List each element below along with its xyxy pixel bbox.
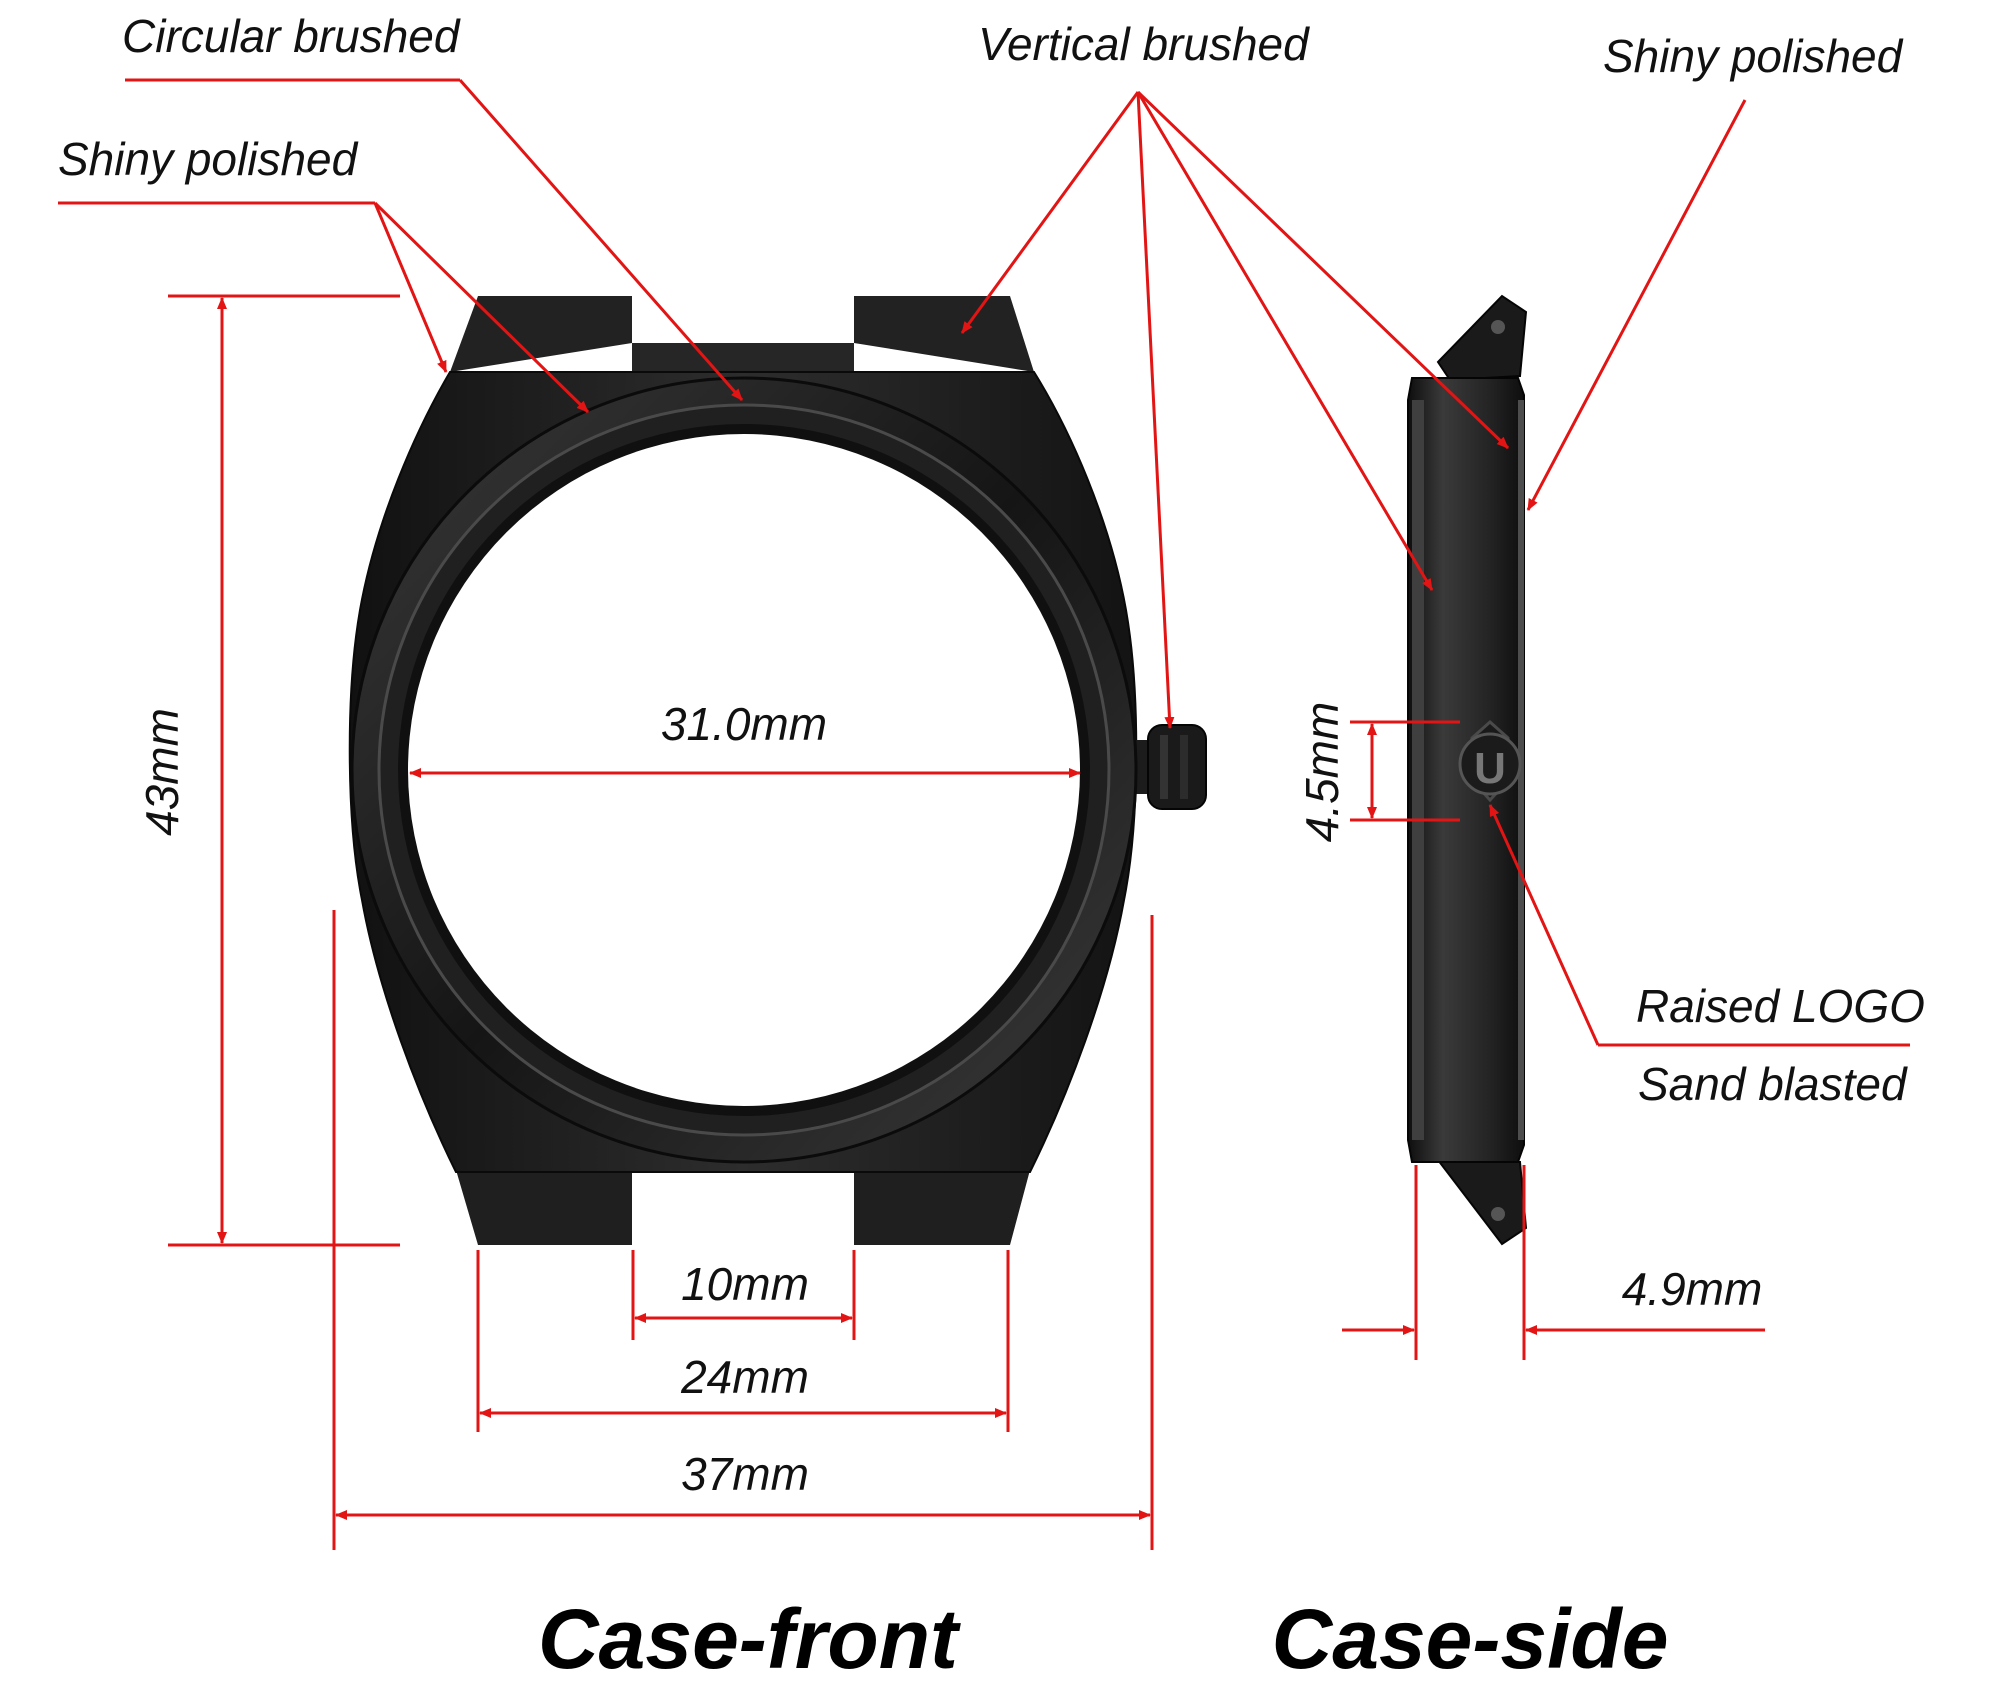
top-lug-bridge — [632, 343, 854, 373]
label-sand-blasted: Sand blasted — [1638, 1058, 1908, 1110]
finish-labels: Circular brushed Shiny polished Vertical… — [58, 10, 1925, 1110]
annotation-lines — [58, 78, 1910, 1550]
dim-case-thickness: 4.9mm — [1622, 1263, 1763, 1315]
crown — [1130, 724, 1207, 810]
dimension-labels: 43mm 31.0mm 10mm 24mm 37mm 4.5mm 4.9mm — [136, 698, 1762, 1500]
label-shiny-polished-right: Shiny polished — [1603, 30, 1904, 82]
label-circular-brushed: Circular brushed — [122, 10, 461, 62]
label-shiny-polished-left: Shiny polished — [58, 133, 359, 185]
title-case-front: Case-front — [538, 1592, 961, 1683]
bottom-lug-right — [854, 1170, 1030, 1245]
case-front-body — [348, 296, 1207, 1245]
logo-letter: U — [1474, 744, 1506, 793]
top-lug-right — [854, 296, 1034, 372]
side-lug-bottom — [1435, 1159, 1528, 1246]
raised-logo: U — [1458, 719, 1522, 803]
dim-crown-height: 4.5mm — [1296, 702, 1348, 843]
dim-crystal-diameter: 31.0mm — [661, 698, 827, 750]
case-side-body: U — [1407, 294, 1528, 1246]
view-titles: Case-front Case-side — [538, 1592, 1668, 1683]
label-vertical-brushed: Vertical brushed — [978, 18, 1310, 70]
dim-lug-inner: 10mm — [681, 1258, 809, 1310]
dim-lug-outer: 24mm — [680, 1351, 809, 1403]
crystal-opening — [408, 434, 1080, 1106]
side-band — [1412, 400, 1424, 1140]
side-polished-edge — [1518, 400, 1524, 1140]
label-raised-logo: Raised LOGO — [1636, 980, 1925, 1032]
top-lug-left — [450, 296, 632, 372]
dim-case-width: 37mm — [681, 1448, 809, 1500]
bottom-lug-left — [456, 1170, 632, 1245]
dim-case-height: 43mm — [136, 708, 188, 836]
title-case-side: Case-side — [1272, 1592, 1669, 1683]
side-lug-top — [1436, 294, 1528, 382]
